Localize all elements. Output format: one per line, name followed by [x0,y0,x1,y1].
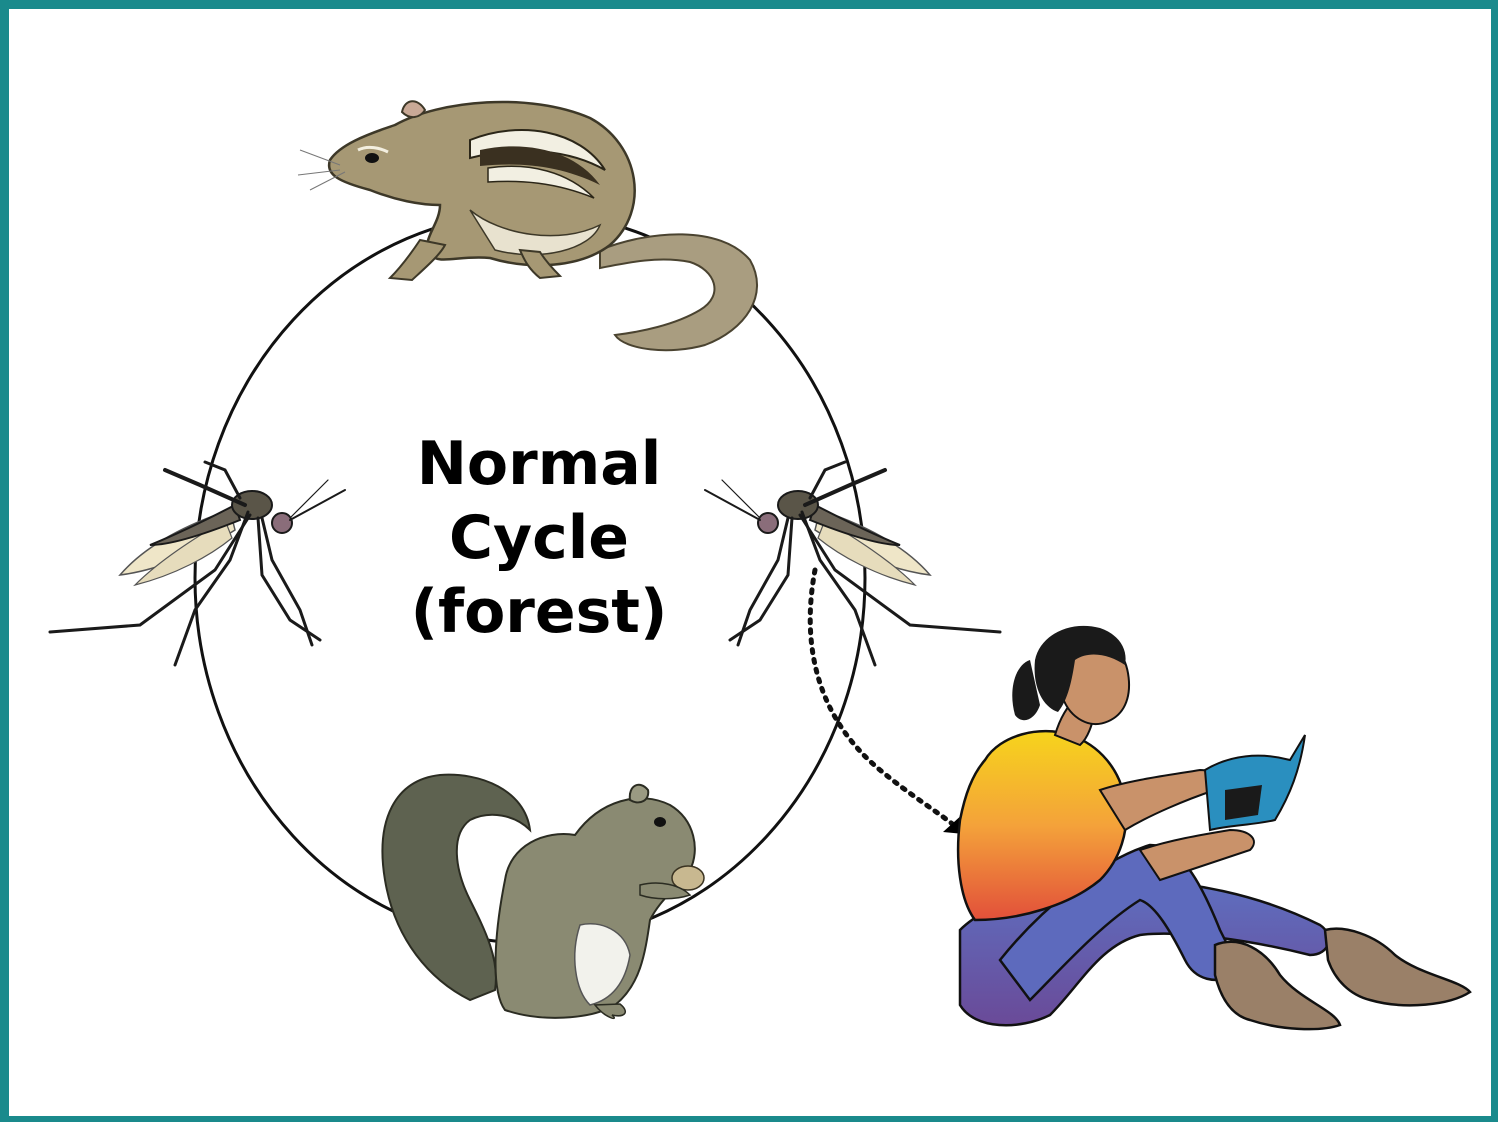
mosquito-right-icon [705,462,1000,665]
chipmunk-icon [298,101,757,350]
person-reading-icon [958,626,1470,1029]
diagram-canvas: Normal Cycle (forest) [9,9,1491,1116]
transmission-arrow [810,570,955,826]
cycle-diagram [9,9,1491,1116]
cycle-title-line-2: Cycle [359,501,719,575]
cycle-title: Normal Cycle (forest) [359,427,719,649]
cycle-title-line-3: (forest) [359,575,719,649]
cycle-title-line-1: Normal [359,427,719,501]
squirrel-icon [382,775,704,1019]
